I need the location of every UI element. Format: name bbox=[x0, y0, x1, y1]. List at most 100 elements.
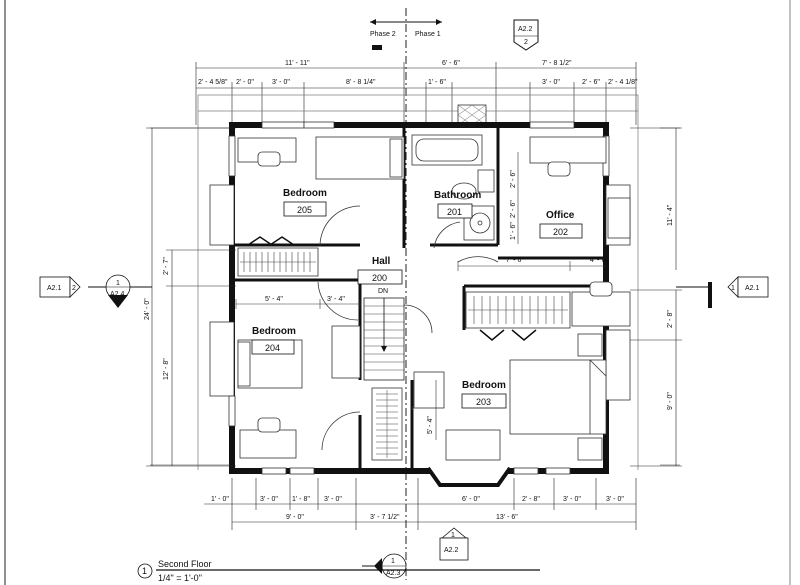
dim-bottom-5: 6' - 0" bbox=[462, 496, 480, 503]
right-elevation-num: 1 bbox=[731, 285, 735, 292]
dim-bottom-3: 1' - 8" bbox=[292, 496, 310, 503]
drawing-title bbox=[137, 563, 540, 579]
toilet bbox=[451, 169, 495, 200]
dim-bottom-8: 3' - 0" bbox=[606, 496, 624, 503]
closet-205-rod bbox=[240, 252, 316, 272]
phase-marker bbox=[372, 45, 382, 50]
dim-bottom-6: 2' - 8" bbox=[522, 496, 540, 503]
interior-dimension-lines bbox=[235, 152, 606, 440]
chimney-hatch bbox=[457, 104, 487, 126]
dim-int-6: 2' - 6" bbox=[510, 170, 517, 188]
room-201-tag bbox=[437, 203, 473, 219]
title-number: 1 bbox=[142, 566, 147, 576]
title-scale: 1/4" = 1'-0" bbox=[158, 573, 202, 583]
dim-int-8: 1' - 6" bbox=[510, 222, 517, 240]
dim-right-2: 2' - 8" bbox=[667, 310, 674, 328]
dim-right-3: 9' - 0" bbox=[667, 392, 674, 410]
bay-window bbox=[426, 466, 512, 487]
dim-bottom-11: 13' - 6" bbox=[496, 514, 518, 521]
room-205-name: Bedroom bbox=[283, 188, 327, 199]
room-205-number: 205 bbox=[297, 205, 312, 215]
dim-top-7: 2' - 6" bbox=[582, 79, 600, 86]
room-200-number: 200 bbox=[372, 273, 387, 283]
stair-label: DN bbox=[378, 288, 388, 295]
bottom-dimension-lines bbox=[204, 478, 637, 530]
bathtub bbox=[411, 134, 483, 166]
dim-bottom-9: 9' - 0" bbox=[286, 514, 304, 521]
dim-bottom-4: 3' - 0" bbox=[324, 496, 342, 503]
room-204-name: Bedroom bbox=[252, 326, 296, 337]
left-section-num: 1 bbox=[116, 280, 120, 287]
closet-203-doors bbox=[479, 329, 537, 341]
dim-top-5: 1' - 6" bbox=[428, 79, 446, 86]
left-elevation-marker[interactable] bbox=[39, 276, 81, 298]
left-elevation-sheet: A2.1 bbox=[47, 285, 62, 292]
dim-bottom-7: 3' - 0" bbox=[563, 496, 581, 503]
dim-int-2: 3' - 4" bbox=[327, 296, 345, 303]
dim-int-3: 7' - 6" bbox=[506, 257, 524, 264]
right-elevation-sheet: A2.1 bbox=[745, 285, 760, 292]
dim-top-6: 3' - 0" bbox=[542, 79, 560, 86]
top-section-marker[interactable] bbox=[513, 19, 539, 51]
room-200-name: Hall bbox=[372, 256, 391, 267]
top-section-sheet: A2.2 bbox=[518, 26, 533, 33]
top-dimension-lines bbox=[195, 62, 637, 125]
dim-left-overall: 24' - 0" bbox=[144, 298, 151, 320]
right-dimension-lines bbox=[630, 127, 682, 467]
dim-int-1: 5' - 4" bbox=[265, 296, 283, 303]
dim-left-3: 12' - 8" bbox=[163, 358, 170, 380]
room-204-number: 204 bbox=[265, 343, 280, 353]
left-section-marker[interactable] bbox=[105, 274, 131, 308]
stair-arrowhead bbox=[381, 346, 387, 352]
closet-205-doors bbox=[247, 236, 295, 246]
bottom-elevation-sheet: A2.2 bbox=[444, 547, 459, 554]
dim-top-overall-right: 7' - 8 1/2" bbox=[542, 60, 572, 67]
phase-arrow bbox=[370, 19, 442, 25]
furniture bbox=[237, 136, 631, 461]
closet-203-rod bbox=[468, 296, 568, 324]
dim-int-5: 5' - 4" bbox=[427, 416, 434, 434]
dim-right-1: 11' - 4" bbox=[667, 204, 674, 226]
dim-top-4: 8' - 8 1/4" bbox=[346, 79, 376, 86]
room-205-tag bbox=[283, 201, 327, 217]
bottom-section-num: 1 bbox=[391, 558, 395, 565]
room-202-number: 202 bbox=[553, 227, 568, 237]
dim-left-2: 2' - 7" bbox=[163, 257, 170, 275]
interior-walls bbox=[234, 128, 606, 470]
room-201-name: Bathroom bbox=[434, 190, 481, 201]
sink bbox=[463, 205, 495, 241]
dim-bottom-2: 3' - 0" bbox=[260, 496, 278, 503]
dim-int-7: 2' - 6" bbox=[510, 200, 517, 218]
room-203-name: Bedroom bbox=[462, 380, 506, 391]
dim-top-overall-mid: 6' - 6" bbox=[442, 60, 460, 67]
room-200-tag bbox=[357, 269, 403, 285]
left-dimension-lines bbox=[146, 127, 236, 467]
dim-top-overall-left: 11' - 11" bbox=[285, 60, 310, 67]
bottom-elevation-marker[interactable] bbox=[439, 527, 469, 561]
dim-bottom-1: 1' - 0" bbox=[211, 496, 229, 503]
dim-top-3: 3' - 0" bbox=[272, 79, 290, 86]
room-201-number: 201 bbox=[447, 207, 462, 217]
room-203-tag bbox=[461, 393, 507, 409]
dim-int-4: 4' - 6" bbox=[590, 257, 608, 264]
dim-top-8: 2' - 4 1/8" bbox=[608, 79, 638, 86]
left-section-sheet: A2.4 bbox=[110, 291, 125, 298]
dim-bottom-10: 3' - 7 1/2" bbox=[370, 514, 400, 521]
right-elevation-marker[interactable] bbox=[727, 276, 769, 298]
top-section-num: 2 bbox=[524, 39, 528, 46]
phase-1-label: Phase 1 bbox=[415, 31, 441, 38]
windows bbox=[209, 121, 631, 475]
bottom-section-sheet: A2.3 bbox=[386, 570, 401, 577]
room-203-number: 203 bbox=[476, 397, 491, 407]
title-name: Second Floor bbox=[158, 559, 212, 569]
dim-top-1: 2' - 4 5/8" bbox=[198, 79, 228, 86]
bed-203-fold bbox=[589, 359, 607, 434]
room-204-tag bbox=[251, 339, 295, 355]
bottom-elevation-num: 1 bbox=[451, 532, 455, 539]
right-elevation-bar bbox=[708, 282, 712, 308]
phase-2-label: Phase 2 bbox=[370, 31, 396, 38]
left-elevation-num: 2 bbox=[72, 285, 76, 292]
linen-closet-shelves bbox=[376, 390, 398, 458]
room-202-name: Office bbox=[546, 210, 575, 221]
